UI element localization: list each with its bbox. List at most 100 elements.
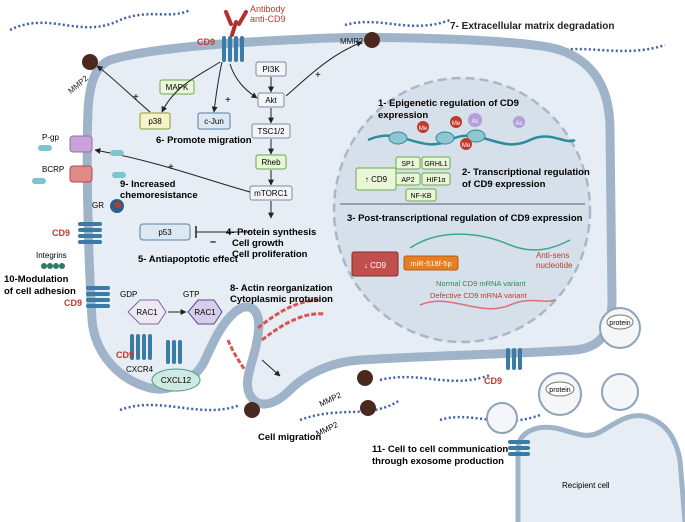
nucleus (332, 76, 592, 344)
mmp2-bottom-icon (244, 402, 260, 418)
plus-3: + (315, 70, 321, 81)
cd9-receptor-left-3-icon (130, 334, 152, 360)
plus-2: + (225, 95, 231, 106)
svg-text:↓ CD9: ↓ CD9 (364, 261, 387, 270)
svg-text:protein: protein (549, 387, 571, 394)
exosome-2-icon: protein (538, 372, 582, 416)
integrin-icon (41, 263, 65, 269)
antiapoptotic-label: 5- Antiapoptotic effect (138, 254, 239, 265)
exosome-label-1: 11- Cell to cell communication (372, 444, 508, 455)
mmp2-top-label: MMP2 (340, 37, 364, 46)
mmp2-bottom2-icon (360, 400, 376, 416)
svg-text:Me: Me (462, 143, 471, 149)
svg-text:miR-518f-5p: miR-518f-5p (410, 259, 451, 268)
mmp2-topleft-icon (82, 54, 98, 70)
svg-text:Ac: Ac (471, 119, 478, 125)
protein-synthesis-label-3: Cell proliferation (232, 249, 308, 260)
bcrp-label: BCRP (42, 165, 64, 174)
tf-sp1: SP1 (395, 156, 421, 170)
minus-sign: – (210, 236, 216, 248)
post-transcriptional-label: 3- Post-transcriptional regulation of CD… (347, 213, 583, 224)
chemo-label-1: 9- Increased (120, 179, 176, 190)
modulation-label-2: of cell adhesion (4, 286, 76, 297)
cd9-bottom-label: CD9 (484, 376, 502, 386)
svg-text:mTORC1: mTORC1 (254, 189, 288, 198)
acetyl-marks: Ac Ac (468, 113, 525, 128)
bcrp-transporter-icon (69, 165, 93, 183)
cd9-left-3-label: CD9 (116, 350, 134, 360)
svg-text:MAPK: MAPK (166, 83, 189, 92)
svg-text:CXCL12: CXCL12 (161, 376, 192, 385)
cd9-up-box: ↑ CD9 (355, 167, 397, 191)
cd9-down-box: ↓ CD9 (351, 251, 399, 277)
exosome-4-icon (486, 402, 518, 434)
plus-1: + (133, 92, 139, 103)
mmp2-bottom1-icon (357, 370, 373, 386)
svg-text:HIF1α: HIF1α (426, 177, 445, 184)
mtorc1-box: mTORC1 (249, 185, 293, 201)
svg-text:RAC1: RAC1 (194, 308, 216, 317)
exosome-3-icon (601, 373, 639, 411)
cd9-receptor-bottom-icon (506, 348, 522, 370)
p38-box: p38 (139, 112, 171, 130)
svg-text:Akt: Akt (265, 96, 277, 105)
protein-synthesis-label-2: Cell growth (232, 238, 284, 249)
plus-4: + (168, 162, 174, 173)
pgp-transporter-icon (69, 135, 93, 153)
actin-filaments-icon (226, 298, 326, 371)
tf-ap2: AP2 (395, 172, 421, 186)
svg-text:Rheb: Rheb (261, 158, 281, 167)
svg-text:Me: Me (452, 121, 461, 127)
p53-box: p53 (139, 223, 191, 241)
cxcr4-receptor-icon (166, 340, 182, 364)
cd9-left-1-label: CD9 (52, 228, 70, 238)
cd9-left-2-label: CD9 (64, 298, 82, 308)
akt-box: Akt (257, 92, 285, 108)
exosome-1-icon: protein (599, 307, 641, 349)
recipient-receptor-icon (508, 440, 530, 456)
defective-mrna-icon (419, 299, 556, 310)
svg-text:SP1: SP1 (401, 161, 414, 168)
methyl-marks: Me Me Me (417, 116, 472, 150)
normal-mrna-label: Normal CD9 mRNA variant (436, 279, 527, 288)
pi3k-box: PI3K (255, 61, 287, 77)
svg-text:NF-KB: NF-KB (411, 193, 432, 200)
drug-pill-icons (32, 145, 126, 184)
exosome-label-2: through exosome production (372, 456, 504, 467)
epigenetic-label-1: 1- Epigenetic regulation of CD9 (378, 98, 519, 109)
tf-nfkb: NF-KB (405, 188, 437, 202)
recipient-cell-label: Recipient cell (562, 481, 610, 490)
svg-text:c-Jun: c-Jun (204, 117, 224, 126)
cell-migration-label: Cell migration (258, 432, 322, 443)
svg-text:RAC1: RAC1 (136, 308, 158, 317)
gtp-label: GTP (183, 290, 199, 299)
rac1-gdp-icon: RAC1 (127, 299, 167, 325)
svg-text:PI3K: PI3K (262, 65, 280, 74)
cjun-box: c-Jun (197, 112, 231, 130)
svg-text:AP2: AP2 (401, 177, 414, 184)
protein-synthesis-label-1: 4- Protein synthesis (226, 227, 316, 238)
svg-text:GRHL1: GRHL1 (424, 161, 447, 168)
svg-text:TSC1/2: TSC1/2 (257, 127, 285, 136)
svg-text:p53: p53 (158, 228, 172, 237)
cxcl12-ligand-icon: CXCL12 (151, 368, 201, 392)
tf-grhl1: GRHL1 (421, 156, 451, 170)
svg-text:↑ CD9: ↑ CD9 (365, 175, 388, 184)
anti-cd9-label: anti-CD9 (250, 14, 286, 24)
antibody-label: Antibody (250, 4, 286, 14)
epigenetic-label-2: expression (378, 110, 428, 121)
ecm-label: 7- Extracellular matrix degradation (450, 21, 615, 32)
mirna-box: miR-518f-5p (403, 255, 459, 271)
cd9-receptor-left-1-icon (78, 222, 102, 244)
antisense-label-2: nucleotide (536, 261, 573, 270)
rheb-box: Rheb (255, 154, 287, 170)
tsc-box: TSC1/2 (251, 123, 291, 139)
pgp-label: P-gp (42, 133, 59, 142)
cd9-top-label: CD9 (197, 37, 215, 47)
transcriptional-label-1: 2- Transcriptional regulation (462, 167, 590, 178)
transcriptional-label-2: of CD9 expression (462, 179, 546, 190)
antisense-label-1: Anti-sens (536, 251, 569, 260)
normal-mrna-icon (409, 233, 571, 251)
modulation-label-1: 10-Modulation (4, 274, 69, 285)
actin-label-2: Cytoplasmic protusion (230, 294, 333, 305)
